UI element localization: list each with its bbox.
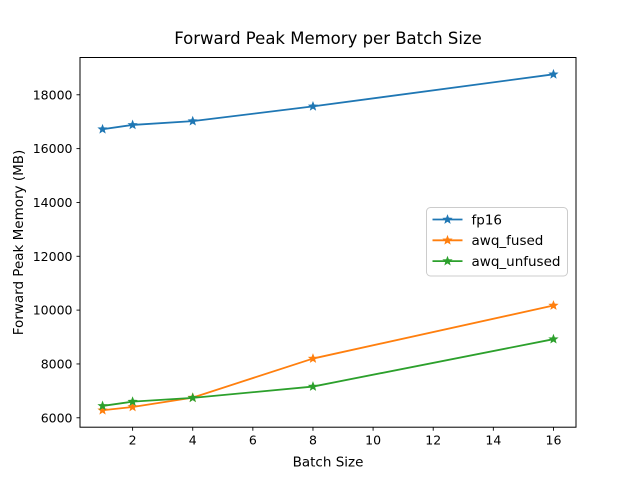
legend-label-awq_fused: awq_fused bbox=[472, 233, 544, 249]
data-point-star-awq_fused bbox=[127, 401, 138, 412]
data-point-star-awq_fused bbox=[97, 404, 108, 415]
data-point-star-awq_unfused bbox=[127, 396, 138, 406]
x-tick-label: 14 bbox=[485, 433, 501, 448]
data-point-star-awq_fused bbox=[307, 353, 319, 363]
x-tick-label: 16 bbox=[546, 433, 562, 448]
data-point-star-fp16 bbox=[307, 100, 319, 111]
legend-star-marker-fp16 bbox=[442, 214, 453, 224]
series-line-fp16 bbox=[102, 73, 554, 131]
x-tick-label: 4 bbox=[189, 433, 197, 448]
legend-box bbox=[426, 207, 568, 277]
data-point-star-awq_unfused bbox=[97, 400, 108, 411]
legend-label-awq_unfused: awq_unfused bbox=[472, 254, 561, 270]
legend-star-marker-awq_unfused bbox=[442, 255, 453, 266]
data-point-star-awq_unfused bbox=[187, 392, 198, 403]
y-tick-label: 10000 bbox=[33, 303, 73, 318]
x-tick-label: 10 bbox=[365, 433, 381, 448]
legend-label-fp16: fp16 bbox=[472, 212, 503, 228]
x-tick-label: 6 bbox=[249, 433, 257, 448]
y-axis-label: Forward Peak Memory (MB) bbox=[11, 150, 27, 336]
y-tick-label: 6000 bbox=[41, 410, 73, 425]
y-tick-label: 8000 bbox=[41, 356, 73, 371]
x-tick-label: 2 bbox=[129, 433, 137, 448]
data-point-star-awq_unfused bbox=[307, 381, 319, 391]
y-tick-label: 16000 bbox=[33, 141, 73, 156]
data-point-star-fp16 bbox=[97, 123, 108, 134]
y-tick-label: 14000 bbox=[33, 195, 73, 210]
data-point-star-fp16 bbox=[187, 115, 198, 126]
series-line-awq_fused bbox=[102, 304, 554, 412]
data-point-star-awq_unfused bbox=[548, 333, 559, 344]
x-tick-label: 12 bbox=[425, 433, 441, 448]
data-point-star-fp16 bbox=[548, 68, 559, 79]
axes-frame bbox=[79, 57, 577, 428]
y-tick-label: 12000 bbox=[33, 249, 73, 264]
data-point-star-fp16 bbox=[127, 119, 138, 130]
series-line-awq_unfused bbox=[102, 338, 554, 407]
legend-star-marker-awq_fused bbox=[442, 234, 453, 245]
x-tick-label: 8 bbox=[309, 433, 317, 448]
y-tick-label: 18000 bbox=[33, 87, 73, 102]
x-axis-label: Batch Size bbox=[293, 455, 364, 471]
data-point-star-awq_fused bbox=[548, 300, 559, 310]
chart-title: Forward Peak Memory per Batch Size bbox=[174, 29, 482, 48]
